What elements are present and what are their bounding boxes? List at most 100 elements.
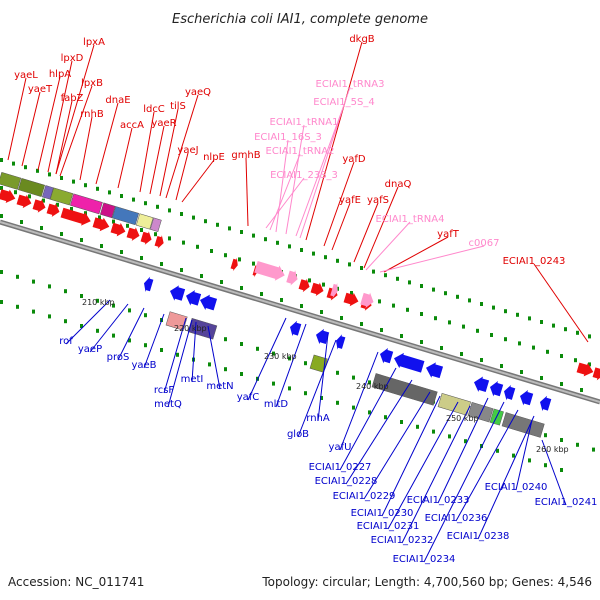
guide-dot bbox=[464, 439, 467, 444]
guide-dot bbox=[420, 340, 423, 344]
leader-line bbox=[143, 313, 165, 369]
leader-line bbox=[363, 391, 431, 500]
guide-dot bbox=[448, 434, 451, 439]
guide-dot bbox=[160, 348, 163, 352]
forward-gene-label: dnaQ bbox=[385, 179, 412, 190]
feature-box bbox=[41, 185, 54, 200]
reverse-gene-arrow bbox=[394, 352, 425, 373]
feature-box bbox=[165, 311, 188, 331]
guide-dot bbox=[220, 280, 223, 284]
guide-dot bbox=[336, 258, 339, 263]
guide-dot bbox=[98, 215, 101, 220]
rrna-feature bbox=[286, 270, 298, 286]
guide-dot bbox=[252, 261, 255, 266]
guide-dot bbox=[0, 270, 3, 274]
guide-dot bbox=[132, 197, 135, 202]
guide-dot bbox=[0, 214, 3, 218]
forward-gene-arrow bbox=[110, 222, 126, 237]
guide-dot bbox=[544, 433, 547, 438]
reverse-gene-label: metQ bbox=[154, 399, 182, 410]
guide-dot bbox=[384, 415, 387, 420]
guide-dot bbox=[60, 176, 63, 180]
guide-dot bbox=[546, 349, 549, 354]
leader-line bbox=[159, 108, 179, 197]
kbp-tick-label: 240 kbp bbox=[356, 382, 389, 391]
reverse-gene-label: yaeB bbox=[131, 360, 156, 371]
guide-dot bbox=[252, 233, 255, 238]
reverse-gene-arrow bbox=[426, 362, 444, 379]
guide-dot bbox=[288, 244, 291, 249]
guide-dot bbox=[528, 458, 531, 463]
guide-dot bbox=[320, 396, 323, 400]
guide-dot bbox=[480, 302, 483, 306]
reverse-gene-label: metN bbox=[206, 381, 233, 392]
leader-line bbox=[265, 177, 305, 229]
leader-line bbox=[65, 299, 111, 345]
guide-dot bbox=[540, 376, 543, 380]
guide-dot bbox=[434, 316, 437, 321]
guide-dot bbox=[224, 253, 227, 258]
guide-dot bbox=[64, 289, 67, 294]
leader-line bbox=[247, 317, 287, 401]
guide-dot bbox=[224, 337, 227, 342]
guide-dot bbox=[160, 262, 163, 266]
leader-line bbox=[381, 395, 441, 517]
guide-dot bbox=[372, 269, 375, 274]
guide-dot bbox=[564, 327, 567, 332]
kbp-tick-label: 210 kbp bbox=[82, 298, 115, 307]
guide-dot bbox=[80, 324, 83, 328]
reverse-gene-label: rof bbox=[59, 336, 73, 347]
guide-dot bbox=[112, 333, 115, 338]
guide-dot bbox=[154, 232, 157, 237]
guide-dot bbox=[560, 382, 563, 386]
leader-line bbox=[175, 152, 189, 201]
guide-dot bbox=[40, 226, 43, 230]
forward-gene-label: nlpE bbox=[203, 152, 225, 163]
guide-dot bbox=[20, 220, 23, 224]
reverse-gene-label: ECIAI1_0236 bbox=[425, 513, 488, 524]
feature-box bbox=[149, 217, 162, 232]
guide-dot bbox=[200, 274, 203, 278]
guide-dot bbox=[560, 354, 563, 358]
forward-gene-label: lpxA bbox=[83, 37, 105, 48]
leader-line bbox=[365, 221, 411, 271]
guide-dot bbox=[12, 161, 15, 166]
leader-line bbox=[95, 102, 119, 185]
forward-gene-label: accA bbox=[120, 120, 144, 131]
reverse-gene-arrow bbox=[474, 376, 490, 392]
forward-gene-label: tilS bbox=[170, 101, 186, 112]
leader-line bbox=[59, 85, 93, 177]
guide-dot bbox=[460, 352, 463, 356]
guide-dot bbox=[528, 316, 531, 321]
reverse-gene-arrow bbox=[380, 348, 394, 364]
guide-dot bbox=[540, 320, 543, 324]
guide-dot bbox=[360, 322, 363, 326]
guide-dot bbox=[322, 282, 325, 287]
guide-dot bbox=[240, 372, 243, 376]
guide-dot bbox=[120, 250, 123, 254]
guide-dot bbox=[518, 341, 521, 346]
reverse-gene-label: yaeP bbox=[78, 344, 102, 355]
reverse-gene-label: ECIAI1_0227 bbox=[309, 462, 372, 473]
guide-dot bbox=[480, 358, 483, 362]
accession-text: Accession: NC_011741 bbox=[8, 575, 144, 589]
guide-dot bbox=[48, 284, 51, 289]
feature-box bbox=[437, 392, 472, 416]
guide-dot bbox=[576, 442, 579, 447]
guide-dot bbox=[128, 338, 131, 343]
rrna-gene-label: c0067 bbox=[469, 238, 500, 249]
rrna-feature bbox=[360, 292, 374, 308]
reverse-gene-label: ECIAI1_0240 bbox=[485, 482, 548, 493]
guide-dot bbox=[196, 244, 199, 249]
guide-dot bbox=[48, 172, 51, 177]
guide-dot bbox=[476, 328, 479, 333]
guide-dot bbox=[496, 448, 499, 453]
guide-dot bbox=[84, 183, 87, 188]
forward-gene-label: yafE bbox=[339, 195, 361, 206]
guide-dot bbox=[60, 232, 63, 236]
guide-dot bbox=[456, 294, 459, 299]
guide-dot bbox=[140, 228, 143, 232]
leader-line bbox=[139, 111, 155, 193]
forward-gene-arrow bbox=[230, 257, 238, 272]
